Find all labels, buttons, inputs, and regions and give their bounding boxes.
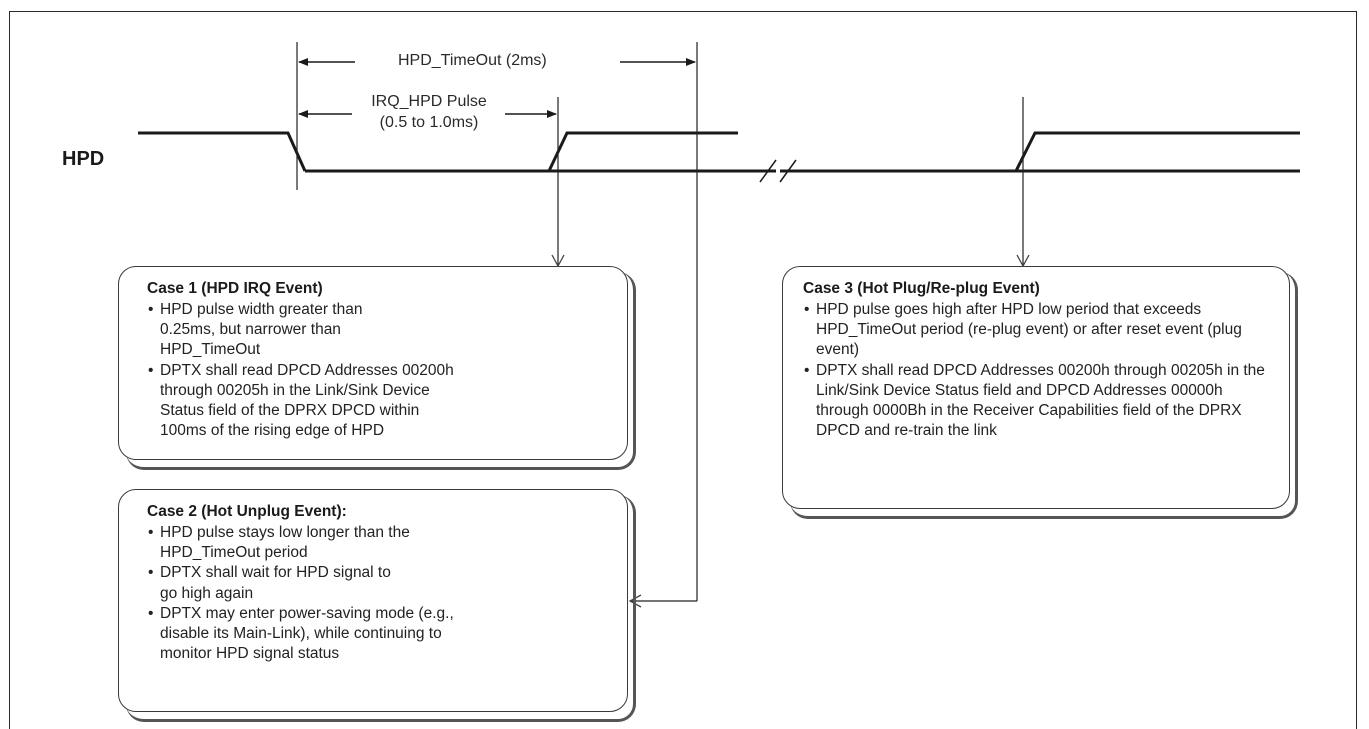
signal-label-hpd: HPD [62,148,105,170]
irq-label-line1: IRQ_HPD Pulse [371,93,487,110]
case3-title: Case 3 (Hot Plug/Re-plug Event) [803,280,1040,297]
case3-box-shadow [790,272,1298,519]
case2-bullet-2: DPTX shall wait for HPD signal to go hig… [147,563,400,603]
case2-box-shadow [126,495,636,722]
case3-bullets: HPD pulse goes high after HPD low period… [803,300,1275,441]
case2-title: Case 2 (Hot Unplug Event): [147,503,347,520]
case1-bullets: HPD pulse width greater than 0.25ms, but… [147,300,607,441]
case3-box: Case 3 (Hot Plug/Re-plug Event) HPD puls… [782,266,1290,509]
case1-title: Case 1 (HPD IRQ Event) [147,280,323,297]
break-mark-1 [759,159,777,183]
hpd-high-line-start [138,131,307,172]
case1-box-shadow [126,272,636,470]
case3-bullet-2: DPTX shall read DPCD Addresses 00200h th… [803,361,1268,442]
case2-bullets: HPD pulse stays low longer than the HPD_… [147,523,607,664]
case1-bullet-1: HPD pulse width greater than 0.25ms, but… [147,300,410,361]
case1-box: Case 1 (HPD IRQ Event) HPD pulse width g… [118,266,628,460]
case2-box: Case 2 (Hot Unplug Event): HPD pulse sta… [118,489,628,712]
irq-label-line2: (0.5 to 1.0ms) [379,114,479,131]
hpd-irq-rising-edge [547,131,738,172]
case3-bullet-1: HPD pulse goes high after HPD low period… [803,300,1256,361]
case2-bullet-3: DPTX may enter power-saving mode (e.g., … [147,604,470,665]
case2-bullet-1: HPD pulse stays low longer than the HPD_… [147,523,436,563]
case1-bullet-2: DPTX shall read DPCD Addresses 00200h th… [147,361,462,442]
timeout-label: HPD_TimeOut (2ms) [398,52,547,69]
hpd-replug-rising-edge [1014,131,1300,172]
diagram-frame [9,11,1357,729]
